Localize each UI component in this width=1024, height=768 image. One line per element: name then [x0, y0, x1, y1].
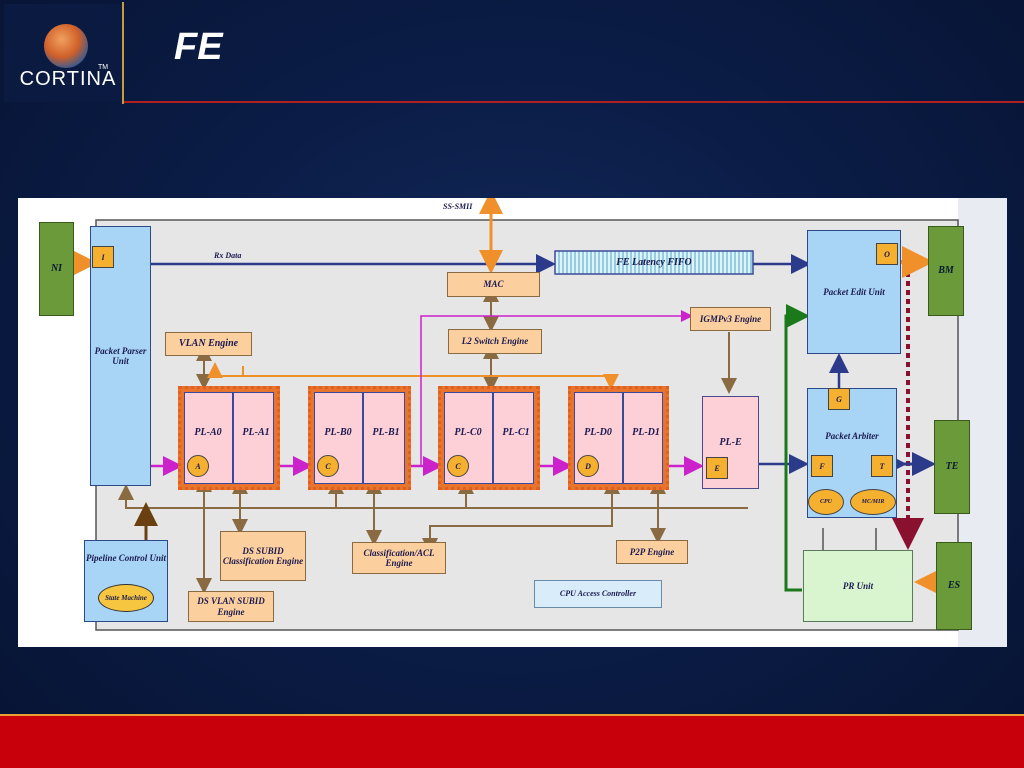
fe-latency-fifo: FE Latency FIFO	[616, 256, 692, 268]
pl-b1-label: PL-B1	[372, 427, 400, 438]
port-e: E	[706, 457, 728, 479]
pl-a1-label: PL-A1	[242, 427, 270, 438]
port-g: G	[828, 388, 850, 410]
pipeline-stage-c: PL-C0 PL-C1 C	[438, 386, 540, 490]
port-d: D	[577, 455, 599, 477]
external-te: TE	[934, 420, 970, 514]
logo-wordmark: CORTINA	[19, 68, 117, 90]
ds-subid-classification-engine: DS SUBID Classification Engine	[220, 531, 306, 581]
cpu-access-controller: CPU Access Controller	[534, 580, 662, 608]
pl-c0-label: PL-C0	[454, 427, 482, 438]
pipeline-stage-b: PL-B0 PL-B1 C	[308, 386, 411, 490]
fe-block-diagram: NI BM TE ES SS-SMII Rx Data FE Latency F…	[18, 198, 1007, 647]
packet-parser-unit: Packet Parser Unit	[90, 226, 151, 486]
classification-acl-engine: Classification/ACL Engine	[352, 542, 446, 574]
port-a: A	[187, 455, 209, 477]
packet-edit-unit: Packet Edit Unit	[807, 230, 901, 354]
logo-trademark: TM	[98, 64, 109, 71]
cortina-logo: CORTINA TM	[4, 4, 122, 102]
pipeline-stage-a: PL-A0 PL-A1 A	[178, 386, 280, 490]
igmpv3-engine: IGMPv3 Engine	[690, 307, 771, 331]
cpu-queue: CPU	[808, 489, 844, 515]
port-c-b: C	[317, 455, 339, 477]
port-c-c: C	[447, 455, 469, 477]
footer-rule	[0, 714, 1024, 716]
pl-d1-label: PL-D1	[632, 427, 660, 438]
port-i: I	[92, 246, 114, 268]
port-f: F	[811, 455, 833, 477]
footer-bar	[0, 716, 1024, 768]
pipeline-stage-d: PL-D0 PL-D1 D	[568, 386, 669, 490]
external-bm: BM	[928, 226, 964, 316]
title-rule	[124, 101, 1024, 103]
mc-mir-queue: MC/MIR	[850, 489, 896, 515]
ds-vlan-subid-engine: DS VLAN SUBID Engine	[188, 591, 274, 622]
l2-switch-engine: L2 Switch Engine	[448, 329, 542, 354]
ss-smii-label: SS-SMII	[443, 202, 473, 211]
pl-c1-label: PL-C1	[502, 427, 530, 438]
logo-divider	[122, 2, 124, 104]
rx-data-label: Rx Data	[214, 251, 242, 260]
external-ni: NI	[39, 222, 74, 316]
cortina-globe-icon	[44, 24, 88, 68]
mac-block: MAC	[447, 272, 540, 297]
external-es: ES	[936, 542, 972, 630]
port-o: O	[876, 243, 898, 265]
slide-title: FE	[174, 26, 223, 68]
vlan-engine: VLAN Engine	[165, 332, 252, 356]
pr-unit: PR Unit	[803, 550, 913, 622]
state-machine: State Machine	[98, 584, 154, 612]
pl-d0-label: PL-D0	[584, 427, 612, 438]
port-t: T	[871, 455, 893, 477]
pl-b0-label: PL-B0	[324, 427, 352, 438]
p2p-engine: P2P Engine	[616, 540, 688, 564]
pl-a0-label: PL-A0	[194, 427, 222, 438]
